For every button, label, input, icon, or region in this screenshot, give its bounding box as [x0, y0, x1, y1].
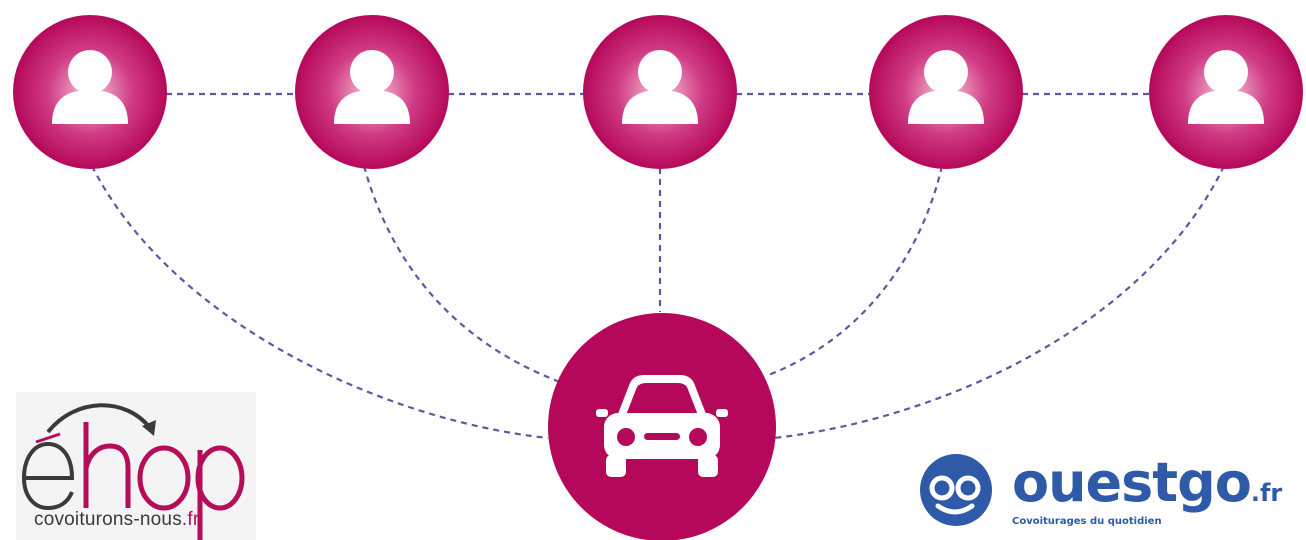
person-icon [1188, 50, 1264, 124]
ouestgo-tagline: Covoiturages du quotidien [1012, 516, 1162, 527]
person-node-5 [1149, 15, 1303, 169]
person-node-4 [869, 15, 1023, 169]
ehop-wordmark [21, 403, 245, 540]
car-node [548, 313, 776, 540]
ehop-logo: covoiturons-nous.fr [16, 392, 256, 540]
car-icon [596, 375, 728, 477]
curved-arrow-icon [46, 403, 152, 434]
person-icon [908, 50, 984, 124]
ehop-tagline: covoiturons-nous.fr [34, 509, 200, 530]
person-node-2 [295, 15, 449, 169]
connector-1-car [91, 165, 549, 440]
ouestgo-wordmark: ouestgo.fr [1012, 451, 1283, 514]
person-node-3 [583, 15, 737, 169]
ouestgo-logo: ouestgo.fr Covoiturages du quotidien [908, 452, 1304, 540]
person-icon [622, 50, 698, 124]
connectors-to-car [91, 165, 1225, 440]
connector-2-car [362, 165, 561, 384]
connector-5-car [773, 165, 1225, 440]
person-node-1 [13, 15, 167, 169]
connector-4-car [765, 165, 944, 378]
person-icon [52, 50, 128, 124]
person-icon [334, 50, 410, 124]
ouestgo-face-icon [920, 454, 992, 526]
